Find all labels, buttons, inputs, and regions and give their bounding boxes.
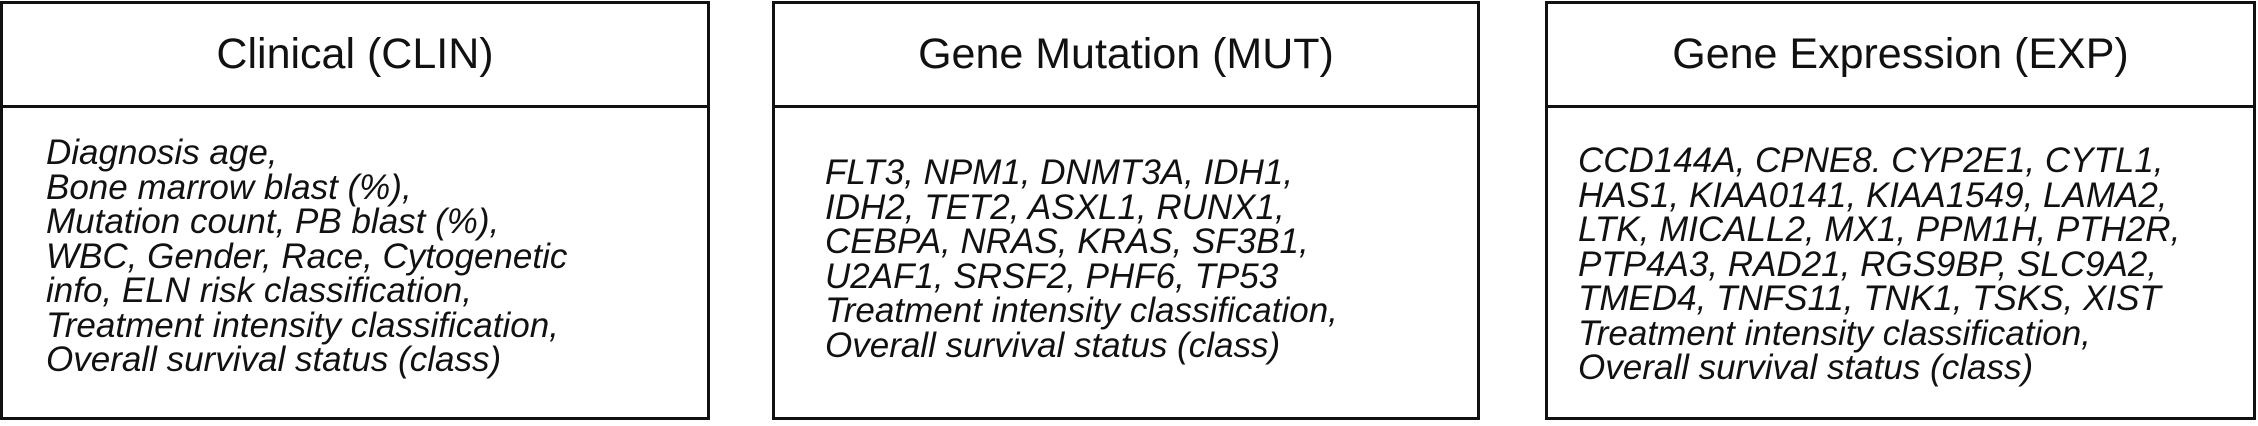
gene-mutation-feature-line: FLT3, NPM1, DNMT3A, IDH1, [825, 153, 1294, 192]
clinical-panel-title: Clinical (CLIN) [3, 4, 707, 108]
gene-expression-feature-line: Overall survival status (class) [1578, 348, 2034, 387]
gene-mutation-feature-line: CEBPA, NRAS, KRAS, SF3B1, [825, 222, 1309, 261]
gene-mutation-panel-title: Gene Mutation (MUT) [775, 4, 1477, 108]
gene-mutation-feature-line: Overall survival status (class) [825, 325, 1281, 365]
gene-expression-feature-line: CCD144A, CPNE8. CYP2E1, CYTL1, [1578, 141, 2164, 180]
gene-expression-feature-list: CCD144A, CPNE8. CYP2E1, CYTL1, HAS1, KIA… [1578, 141, 2181, 387]
clinical-panel: Clinical (CLIN) Diagnosis age, Bone marr… [0, 1, 710, 420]
clinical-feature-line: Overall survival status (class) [46, 340, 502, 379]
gene-expression-panel-body: CCD144A, CPNE8. CYP2E1, CYTL1, HAS1, KIA… [1548, 108, 2253, 417]
gene-mutation-feature-line: U2AF1, SRSF2, PHF6, TP53 [825, 256, 1279, 296]
clinical-feature-line: Mutation count, PB blast (%), [46, 202, 500, 241]
gene-expression-feature-line: LTK, MICALL2, MX1, PPM1H, PTH2R, [1578, 210, 2181, 249]
gene-mutation-panel-body: FLT3, NPM1, DNMT3A, IDH1, IDH2, TET2, AS… [775, 108, 1477, 417]
gene-mutation-feature-list: FLT3, NPM1, DNMT3A, IDH1, IDH2, TET2, AS… [825, 153, 1338, 365]
clinical-feature-list: Diagnosis age, Bone marrow blast (%), Mu… [46, 133, 568, 379]
gene-mutation-panel: Gene Mutation (MUT) FLT3, NPM1, DNMT3A, … [772, 1, 1480, 420]
gene-mutation-feature-line: IDH2, TET2, ASXL1, RUNX1, [825, 187, 1285, 227]
clinical-feature-line: Diagnosis age, [46, 133, 278, 172]
clinical-feature-line: Bone marrow blast (%), [46, 167, 412, 207]
gene-expression-panel-title: Gene Expression (EXP) [1548, 4, 2253, 108]
gene-expression-feature-line: HAS1, KIAA0141, KIAA1549, LAMA2, [1578, 175, 2168, 215]
gene-expression-feature-line: TMED4, TNFS11, TNK1, TSKS, XIST [1578, 279, 2161, 318]
gene-mutation-feature-line: Treatment intensity classification, [825, 291, 1338, 330]
clinical-panel-body: Diagnosis age, Bone marrow blast (%), Mu… [3, 108, 707, 417]
clinical-feature-line: Treatment intensity classification, [46, 305, 559, 345]
gene-expression-panel: Gene Expression (EXP) CCD144A, CPNE8. CY… [1545, 1, 2256, 420]
clinical-feature-line: info, ELN risk classification, [46, 271, 472, 310]
clinical-feature-line: WBC, Gender, Race, Cytogenetic [46, 236, 568, 276]
gene-expression-feature-line: Treatment intensity classification, [1578, 313, 2091, 353]
gene-expression-feature-line: PTP4A3, RAD21, RGS9BP, SLC9A2, [1578, 244, 2158, 284]
